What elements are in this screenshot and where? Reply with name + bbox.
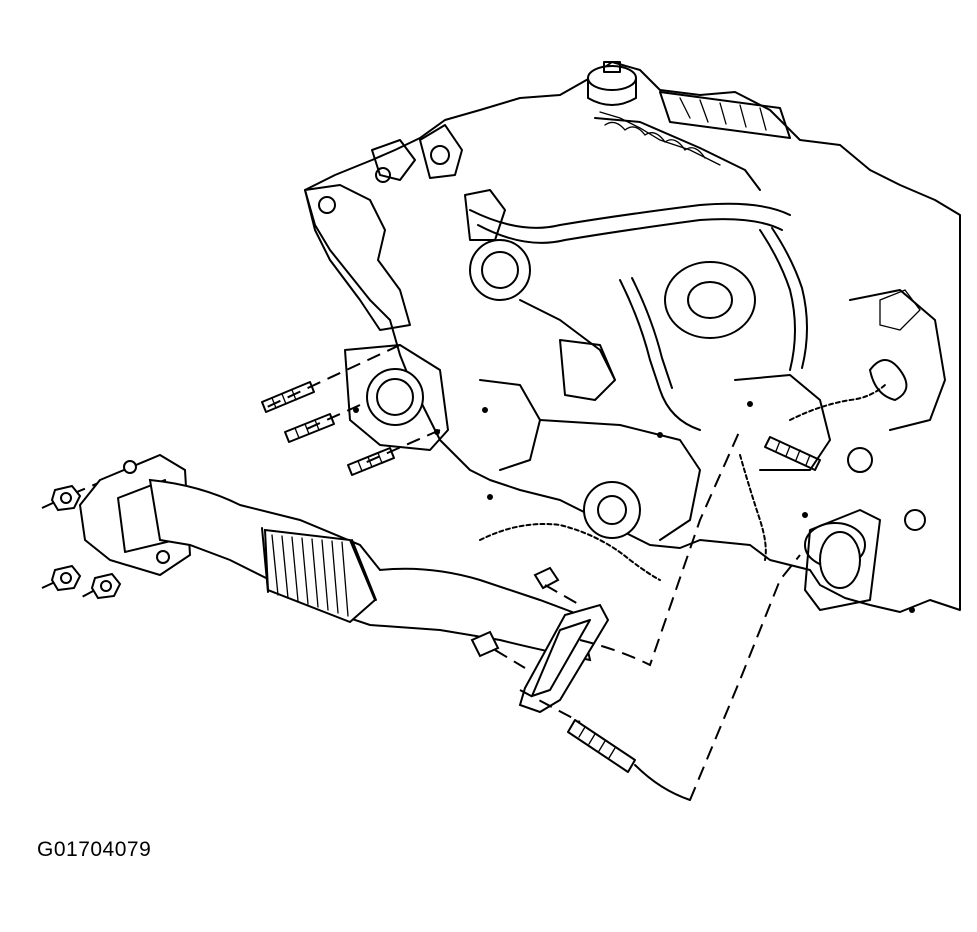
outlet-stud-upper	[533, 566, 581, 606]
oxygen-sensor-upstream	[764, 436, 821, 471]
engine-wire-harness	[479, 384, 886, 581]
nut-lower-right	[90, 572, 122, 600]
stud-lower	[347, 447, 395, 476]
engine-assembly	[304, 61, 961, 613]
oxygen-sensor-downstream	[519, 689, 691, 801]
nut-upper	[50, 484, 82, 512]
right-exhaust-flange	[804, 509, 881, 611]
stud-upper	[261, 381, 315, 413]
sensor-leader-lines	[579, 429, 801, 801]
engine-pulleys	[583, 261, 926, 568]
oil-filler-cap	[587, 61, 637, 106]
valve-cover	[594, 91, 791, 191]
cylinder-head-bracket	[304, 124, 463, 331]
engine-hoses	[464, 189, 808, 431]
exhaust-crossover-pipe	[78, 453, 610, 714]
nut-lower-left	[50, 564, 82, 592]
engine-block-details	[479, 289, 946, 613]
flange-nuts	[41, 469, 131, 600]
manifold-studs	[261, 344, 441, 476]
figure-id-label: G01704079	[37, 838, 152, 861]
flex-joint-bellows	[261, 527, 377, 624]
outlet-stud-lower	[470, 630, 526, 669]
stud-middle	[284, 413, 335, 443]
